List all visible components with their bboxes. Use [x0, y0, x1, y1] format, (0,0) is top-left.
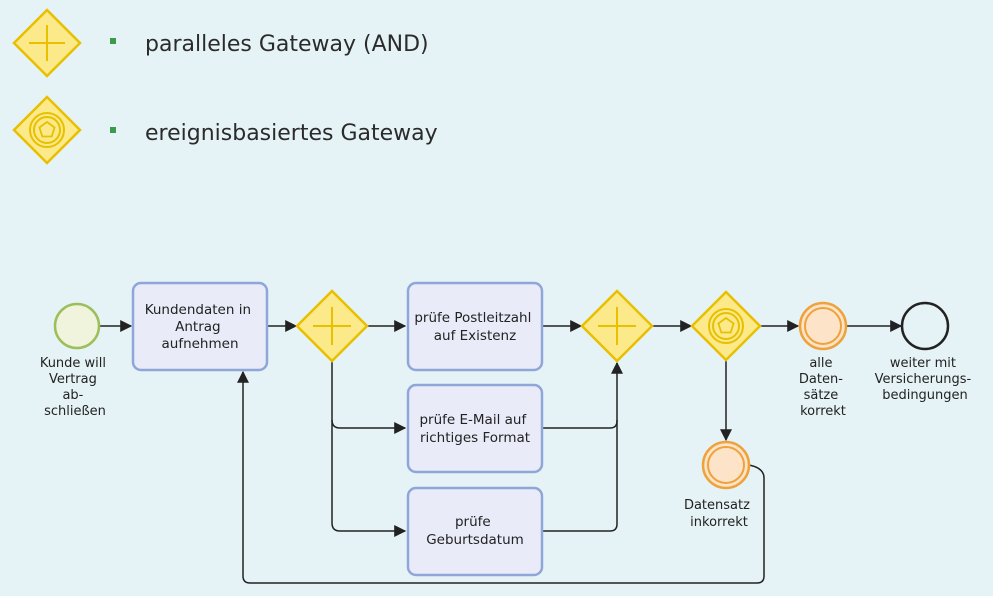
- legend-label-parallel: paralleles Gateway (AND): [145, 32, 429, 57]
- flow-incorrect-back-to-task: [237, 370, 765, 584]
- task-postcode-label: prüfe Postleitzahl auf Existenz: [414, 310, 535, 344]
- parallel-gateway-icon: [12, 8, 82, 78]
- task-birthdate: [406, 486, 544, 577]
- end-event-label: weiter mit Versicherungs- bedingungen: [875, 356, 976, 403]
- task-postcode: [406, 281, 544, 372]
- flow-split-to-email: [331, 361, 407, 434]
- sequence-flows: [100, 320, 903, 584]
- task-customer-data-label: Kundendaten in Antrag aufnehmen: [145, 302, 256, 352]
- legend-bullet: [110, 127, 116, 133]
- intermediate-event-incorrect: [701, 440, 751, 490]
- end-event: [900, 301, 950, 351]
- task-email-label: prüfe E-Mail auf richtiges Format: [419, 412, 530, 446]
- event-based-gateway-icon: [12, 95, 82, 165]
- event-based-gateway: [690, 290, 762, 362]
- flow-birthdate-to-join: [542, 420, 618, 532]
- event-incorrect-label: Datensatz inkorrekt: [684, 498, 754, 530]
- start-event-label: Kunde will Vertrag ab- schließen: [40, 356, 110, 419]
- task-email: [406, 383, 544, 474]
- parallel-gateway-join: [580, 289, 654, 363]
- legend: paralleles Gateway (AND) ereignisbasiert…: [12, 8, 438, 165]
- task-customer-data: [131, 281, 269, 372]
- intermediate-event-correct: [798, 301, 848, 351]
- legend-bullet: [110, 38, 116, 44]
- legend-label-event-based: ereignisbasiertes Gateway: [145, 121, 438, 146]
- flow-split-to-birthdate: [331, 420, 407, 537]
- task-birthdate-label: prüfe Geburtsdatum: [426, 514, 524, 548]
- parallel-gateway-split: [295, 289, 369, 363]
- flow-email-to-join: [542, 361, 623, 429]
- start-event: [53, 302, 101, 350]
- event-correct-label: alle Daten- sätze korrekt: [799, 356, 847, 419]
